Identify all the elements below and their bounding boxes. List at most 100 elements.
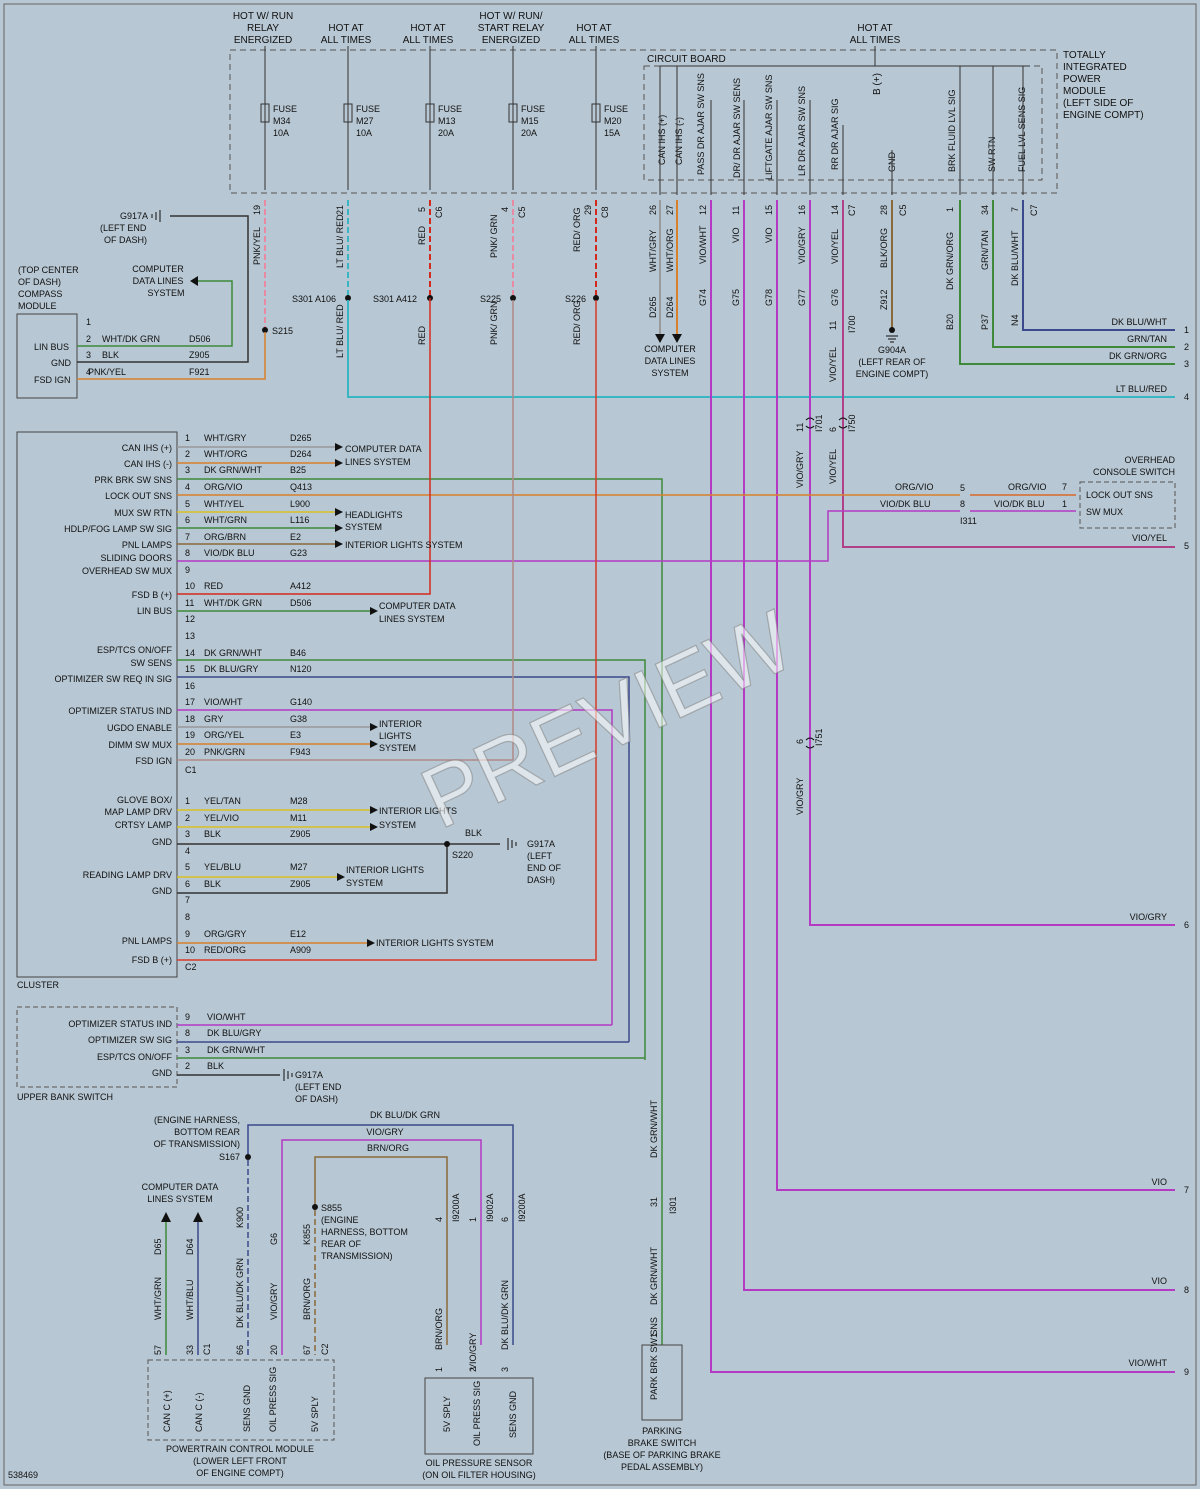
- svg-text:LT BLU/ RED: LT BLU/ RED: [335, 214, 345, 268]
- arrow-up-icon: [193, 1212, 203, 1222]
- svg-text:DK GRN/WHT: DK GRN/WHT: [649, 1100, 659, 1158]
- svg-text:(TOP CENTER: (TOP CENTER: [18, 265, 79, 275]
- svg-text:COMPUTER: COMPUTER: [644, 344, 696, 354]
- svg-text:D64: D64: [185, 1238, 195, 1255]
- cluster-pin-number: 9: [185, 929, 190, 939]
- svg-text:(LEFT END: (LEFT END: [295, 1082, 342, 1092]
- powertrain-control-module: COMPUTER DATA LINES SYSTEM D65 D64 K900 …: [142, 1182, 335, 1478]
- wire-color-label: RED: [204, 581, 224, 591]
- cluster-pin-number: 6: [185, 515, 190, 525]
- cluster-c1-arrows: [335, 443, 378, 748]
- top-headers: HOT W/ RUN RELAY ENERGIZED HOT AT ALL TI…: [233, 11, 901, 46]
- svg-text:VIO/GRY: VIO/GRY: [1130, 912, 1167, 922]
- wire-color-label: DK BLU/GRY: [204, 664, 258, 674]
- cluster-pin-number: 12: [185, 614, 195, 624]
- cluster-pin-label: CAN IHS (+): [122, 443, 172, 453]
- svg-text:G78: G78: [764, 289, 774, 306]
- svg-text:4: 4: [86, 367, 91, 377]
- svg-text:INTERIOR LIGHTS: INTERIOR LIGHTS: [346, 865, 424, 875]
- circuit-id: M28: [290, 796, 308, 806]
- svg-text:S301 A412: S301 A412: [373, 294, 417, 304]
- svg-text:C7: C7: [847, 204, 857, 216]
- svg-text:SYSTEM: SYSTEM: [346, 878, 383, 888]
- svg-text:1: 1: [1184, 325, 1189, 335]
- svg-text:DK GRN/ORG: DK GRN/ORG: [945, 232, 955, 290]
- svg-text:G917A: G917A: [527, 839, 555, 849]
- circuit-id: E3: [290, 730, 301, 740]
- svg-text:GRN/TAN: GRN/TAN: [1127, 334, 1167, 344]
- svg-text:VIO/GRY: VIO/GRY: [797, 227, 807, 264]
- svg-text:CAN C (-): CAN C (-): [194, 1393, 204, 1433]
- svg-text:5: 5: [417, 207, 427, 212]
- ground-icon: [507, 838, 517, 850]
- svg-text:LIFTGATE AJAR SW SNS: LIFTGATE AJAR SW SNS: [764, 75, 774, 180]
- svg-text:6: 6: [828, 427, 838, 432]
- svg-text:PARK BRK SW SNS: PARK BRK SW SNS: [649, 1317, 659, 1400]
- cluster-pin-number: 8: [185, 912, 190, 922]
- svg-text:7: 7: [1010, 207, 1020, 212]
- circuit-board-label: CIRCUIT BOARD: [647, 54, 726, 65]
- svg-text:D65: D65: [153, 1238, 163, 1255]
- svg-text:RR DR AJAR SIG: RR DR AJAR SIG: [830, 98, 840, 170]
- svg-text:7: 7: [1184, 1185, 1189, 1195]
- fuse-column-m15: FUSE M15 20A 4 C5 PNK/ GRN S225: [480, 46, 545, 304]
- tipm-label: TOTALLY INTEGRATED POWER MODULE (LEFT SI…: [1063, 50, 1144, 121]
- svg-text:DATA LINES: DATA LINES: [645, 356, 696, 366]
- svg-text:PNK/ GRN: PNK/ GRN: [489, 301, 499, 345]
- circuit-id: Z905: [290, 879, 311, 889]
- svg-text:WHT/DK GRN: WHT/DK GRN: [102, 334, 160, 344]
- circuit-id: A909: [290, 945, 311, 955]
- ground-g904a: G904A (LEFT REAR OF ENGINE COMPT): [856, 200, 928, 379]
- can-ihs-leads: COMPUTER DATA LINES SYSTEM: [644, 200, 696, 378]
- svg-text:BRN/ORG: BRN/ORG: [434, 1308, 444, 1350]
- svg-text:67: 67: [302, 1345, 312, 1355]
- svg-text:OF DASH): OF DASH): [104, 235, 147, 245]
- arrow-right-icon: [370, 740, 378, 748]
- svg-text:CLUSTER: CLUSTER: [17, 980, 60, 990]
- cluster-pin-number: 2: [185, 449, 190, 459]
- right-edge-labels: DK BLU/WHT GRN/TAN DK GRN/ORG LT BLU/RED…: [1109, 317, 1189, 1377]
- cluster-c2-arrows: [337, 806, 517, 947]
- tipm-cavities: 26 27 12 11 15 16 14 28 1 34 7 C7 C5 C7: [648, 204, 1039, 216]
- cluster-pin-number: 6: [185, 879, 190, 889]
- svg-text:SYSTEM: SYSTEM: [147, 288, 184, 298]
- svg-text:POWER: POWER: [1063, 74, 1101, 85]
- svg-text:2: 2: [86, 334, 91, 344]
- svg-text:1: 1: [1062, 499, 1067, 509]
- compass-module: (TOP CENTER OF DASH) COMPASS MODULE LIN …: [16, 210, 266, 399]
- svg-text:27: 27: [665, 205, 675, 215]
- arrow-right-icon: [335, 443, 343, 451]
- svg-text:REAR OF: REAR OF: [321, 1239, 362, 1249]
- arrow-up-icon: [161, 1212, 171, 1222]
- header-text: ENERGIZED: [234, 35, 292, 46]
- svg-text:PNK/YEL: PNK/YEL: [88, 367, 126, 377]
- svg-text:WHT/GRY: WHT/GRY: [648, 230, 658, 272]
- svg-text:S226: S226: [565, 294, 586, 304]
- svg-text:8: 8: [1184, 1285, 1189, 1295]
- svg-text:BLK: BLK: [465, 828, 482, 838]
- svg-text:PNK/ GRN: PNK/ GRN: [489, 214, 499, 258]
- ground-icon: [283, 1069, 293, 1081]
- svg-text:VIO/WHT: VIO/WHT: [1129, 1358, 1168, 1368]
- svg-text:OPTIMIZER STATUS IND: OPTIMIZER STATUS IND: [68, 1019, 172, 1029]
- svg-text:(LEFT REAR OF: (LEFT REAR OF: [858, 357, 926, 367]
- arrow-right-icon: [370, 607, 378, 615]
- svg-text:S167: S167: [219, 1152, 240, 1162]
- cluster-pin-label: OPTIMIZER SW REQ IN SIG: [54, 674, 172, 684]
- svg-text:10A: 10A: [273, 128, 289, 138]
- svg-text:RED/ ORG: RED/ ORG: [572, 300, 582, 345]
- fuse-icon: [260, 103, 270, 123]
- pcm-harness-labels: DK BLU/DK GRN VIO/GRY BRN/ORG (ENGINE HA…: [154, 1110, 440, 1261]
- svg-text:K900: K900: [235, 1207, 245, 1228]
- svg-text:I9200A: I9200A: [517, 1193, 527, 1222]
- svg-text:Z912: Z912: [879, 289, 889, 310]
- cluster-pin-label: PRK BRK SW SNS: [94, 475, 172, 485]
- circuit-id: G23: [290, 548, 307, 558]
- wire-color-label: WHT/GRY: [204, 433, 246, 443]
- svg-text:BLK/ORG: BLK/ORG: [879, 228, 889, 268]
- fuse-icon: [343, 103, 353, 123]
- cluster-c1-pin-labels: CAN IHS (+)CAN IHS (-)PRK BRK SW SNSLOCK…: [54, 433, 195, 766]
- svg-text:I701: I701: [814, 414, 824, 432]
- svg-text:C2: C2: [320, 1343, 330, 1355]
